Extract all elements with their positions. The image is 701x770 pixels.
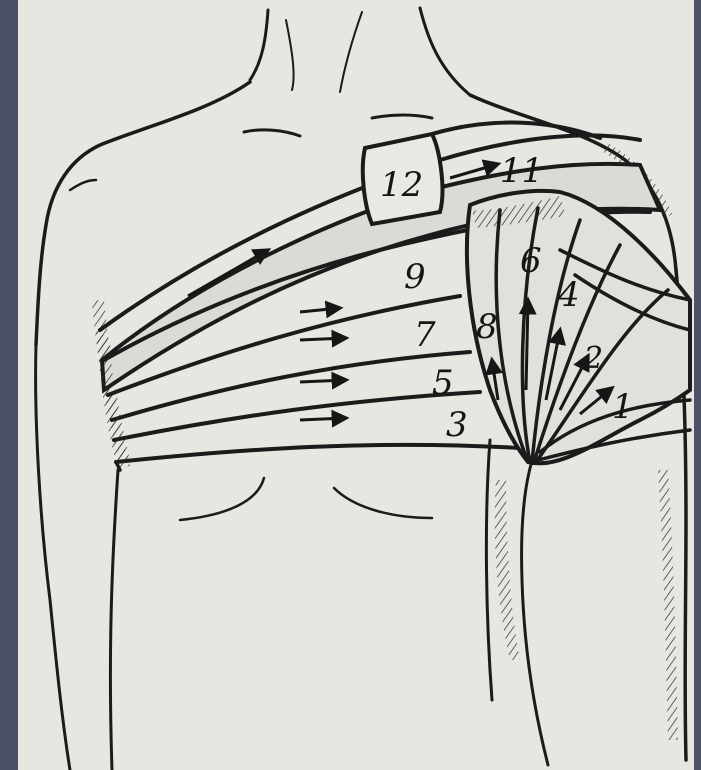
right-arm-inner-line bbox=[522, 440, 548, 765]
arrow-turn-6 bbox=[526, 300, 528, 390]
label-1: 1 bbox=[612, 387, 634, 427]
left-arm-line bbox=[36, 345, 70, 770]
label-7: 7 bbox=[414, 315, 436, 355]
label-2: 2 bbox=[583, 341, 603, 376]
shoulder-spica bbox=[467, 191, 690, 463]
arrow-turn-5 bbox=[300, 380, 346, 382]
left-clavicle-mark bbox=[70, 180, 96, 190]
label-6: 6 bbox=[520, 241, 542, 281]
turn-edge-3 bbox=[114, 392, 480, 440]
label-4: 4 bbox=[557, 275, 580, 315]
arrow-turn-3 bbox=[300, 418, 346, 420]
arrow-turn-9 bbox=[300, 308, 340, 312]
neck-right-line bbox=[420, 8, 470, 95]
neck-muscle-left bbox=[286, 20, 294, 90]
right-collarbone bbox=[372, 115, 432, 118]
label-9: 9 bbox=[404, 257, 426, 297]
label-5: 5 bbox=[432, 363, 454, 403]
label-8: 8 bbox=[476, 307, 498, 347]
neck-left-line bbox=[250, 10, 268, 80]
arrow-turn-7 bbox=[300, 338, 346, 340]
label-11: 11 bbox=[500, 151, 543, 191]
right-chest-curve bbox=[334, 488, 432, 518]
right-arm-outer-hatching bbox=[658, 470, 678, 740]
right-flank-line bbox=[486, 440, 492, 700]
turn-edge-lower bbox=[116, 445, 520, 462]
left-chest-curve bbox=[180, 478, 264, 520]
neck-muscle-right bbox=[340, 12, 362, 92]
left-flank-line bbox=[110, 470, 118, 770]
label-12: 12 bbox=[380, 165, 423, 205]
label-3: 3 bbox=[446, 405, 468, 445]
right-arm-inner-hatching bbox=[495, 480, 520, 660]
left-collarbone bbox=[244, 130, 300, 136]
